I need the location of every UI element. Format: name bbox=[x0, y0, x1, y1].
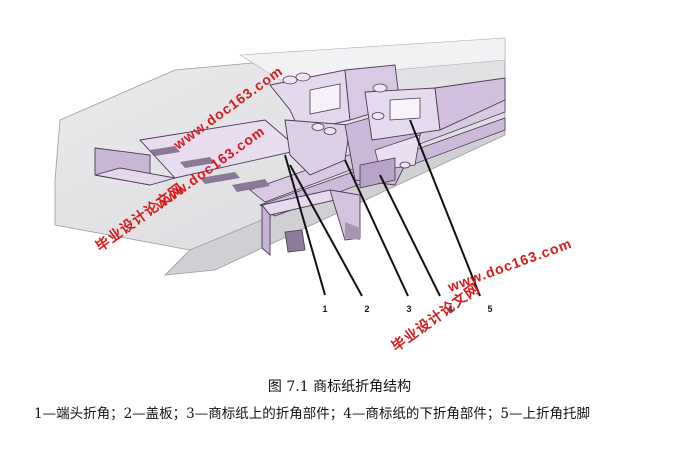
cad-figure: 1 2 3 4 5 毕业设计论文网 www.doc163.com www.doc… bbox=[54, 37, 574, 355]
callout-4: 4 bbox=[447, 304, 452, 314]
callout-3: 3 bbox=[406, 304, 411, 314]
end-folding-corner bbox=[94, 147, 176, 186]
leader-lines bbox=[284, 119, 481, 297]
callout-5: 5 bbox=[487, 304, 492, 314]
lower-clamp bbox=[261, 189, 361, 256]
figure-legend: 1—端头折角；2—盖板；3—商标纸上的折角部件；4—商标纸的下折角部件；5—上折… bbox=[34, 406, 590, 422]
callout-1: 1 bbox=[322, 304, 327, 314]
watermark-text: 毕业设计论文网 bbox=[388, 280, 482, 355]
slotted-plate bbox=[139, 119, 301, 192]
callout-2: 2 bbox=[364, 304, 369, 314]
upper-corner-bracket bbox=[364, 77, 506, 141]
figure-caption: 图 7.1 商标纸折角结构 bbox=[267, 379, 412, 395]
bolts bbox=[282, 72, 411, 169]
callout-labels: 1 2 3 4 5 bbox=[322, 304, 492, 314]
